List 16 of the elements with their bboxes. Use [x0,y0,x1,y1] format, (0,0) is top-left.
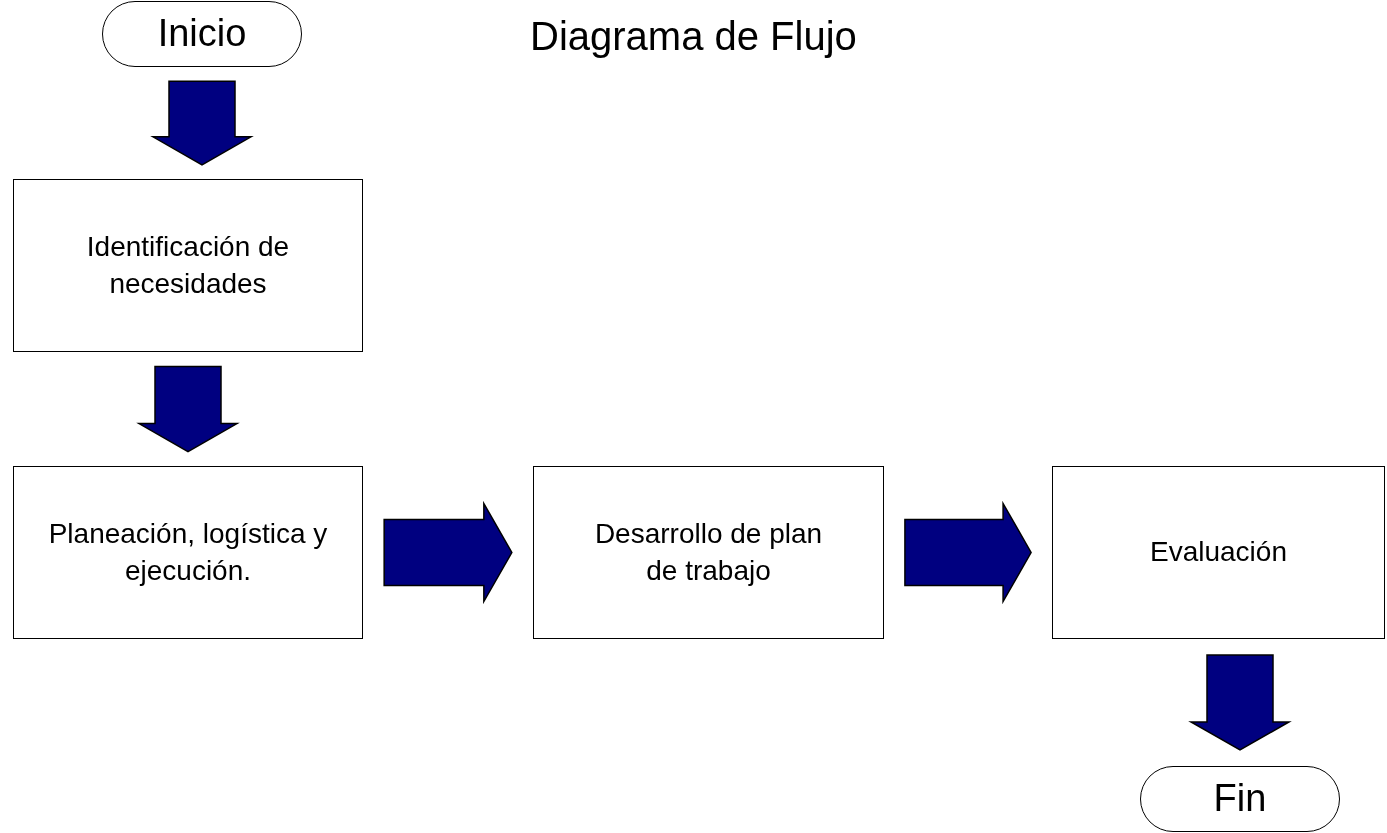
process-box [13,466,363,639]
node-label: Identificación de necesidades [85,230,291,301]
block-arrow [1188,654,1292,751]
block-arrow [904,500,1032,605]
process-box [13,179,363,352]
node-label: Evaluación [1149,535,1288,570]
process-box [1052,466,1385,639]
node-label: Desarrollo de plan de trabajo [593,517,824,588]
node-label: Fin [1212,776,1268,822]
process-box [533,466,884,639]
block-arrow [150,80,254,166]
block-arrow [136,365,240,453]
node-label: Inicio [156,11,248,57]
node-label: Planeación, logística y ejecución. [47,517,329,588]
block-arrow [383,500,513,605]
diagram-title: Diagrama de Flujo [530,14,857,59]
